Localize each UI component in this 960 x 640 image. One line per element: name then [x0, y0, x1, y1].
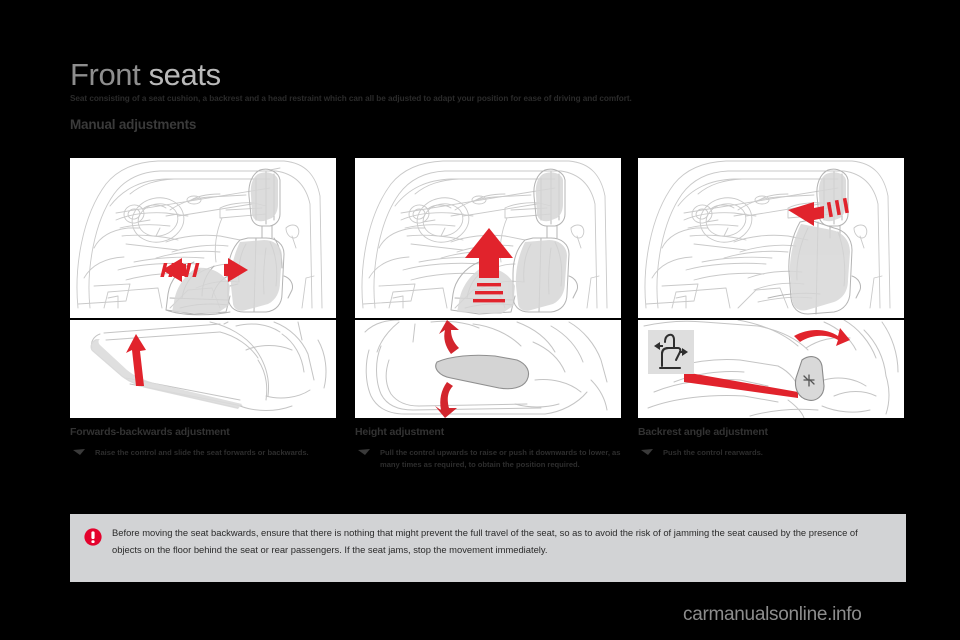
- up-arrow-with-motion-lines: [465, 228, 513, 303]
- bullet-arrow-icon: [641, 449, 653, 455]
- figure-column-height: [355, 158, 621, 418]
- section-heading: Manual adjustments: [70, 117, 197, 132]
- figure-car-interior-seat-horizontal-arrow: [70, 158, 336, 318]
- recline-pointer-line: [684, 372, 798, 398]
- figure-seat-bar-control-lift-arrow: [70, 320, 336, 418]
- figure-car-interior-seat-up-arrow: [355, 158, 621, 318]
- lever-rotation-arrows: [435, 320, 459, 418]
- manual-page-sheet: Front seats Seat consisting of a seat cu…: [70, 58, 906, 582]
- caption-bullet: Raise the control and slide the seat for…: [70, 447, 336, 459]
- figure-grid: [70, 158, 906, 418]
- caption-bullet-text: Push the control rearwards.: [663, 448, 763, 457]
- page-subtitle: Seat consisting of a seat cushion, a bac…: [70, 94, 632, 103]
- figure-seat-recline-knob-pictogram: [638, 320, 904, 418]
- rearward-arrow-with-motion-lines: [788, 197, 849, 226]
- warning-box: Before moving the seat backwards, ensure…: [70, 514, 906, 582]
- site-watermark: carmanualsonline.info: [683, 604, 862, 625]
- caption-bullet-text: Pull the control upwards to raise or pus…: [380, 448, 621, 469]
- caption-heading: Height adjustment: [355, 426, 445, 438]
- caption-row: Forwards-backwards adjustment Raise the …: [70, 426, 906, 496]
- page-title-strong: Front: [70, 57, 141, 92]
- recline-rotation-arrow: [794, 328, 850, 346]
- warning-text: Before moving the seat backwards, ensure…: [112, 527, 858, 555]
- figure-seat-side-lever-updown-arrows: [355, 320, 621, 418]
- page-title: Front seats: [70, 58, 221, 92]
- page-title-light: seats: [148, 57, 222, 92]
- caption-heading: Forwards-backwards adjustment: [70, 426, 230, 438]
- caption-bullet: Push the control rearwards.: [638, 447, 904, 459]
- caption-bullet-text: Raise the control and slide the seat for…: [95, 448, 309, 457]
- caption-bullet: Pull the control upwards to raise or pus…: [355, 447, 621, 470]
- caption-height: Height adjustment Pull the control upwar…: [355, 426, 621, 470]
- seat-recline-pictogram: [648, 330, 694, 374]
- figure-column-forwards-backwards: [70, 158, 336, 418]
- caption-heading: Backrest angle adjustment: [638, 426, 768, 438]
- figure-column-backrest-angle: [638, 158, 904, 418]
- caption-forwards-backwards: Forwards-backwards adjustment Raise the …: [70, 426, 336, 459]
- caption-backrest-angle: Backrest angle adjustment Push the contr…: [638, 426, 904, 459]
- figure-car-interior-backrest-rearward-arrow: [638, 158, 904, 318]
- bullet-arrow-icon: [73, 449, 85, 455]
- bullet-arrow-icon: [358, 449, 370, 455]
- warning-exclamation-icon: [84, 528, 102, 546]
- lift-arrow: [126, 334, 146, 386]
- horizontal-double-arrow: [160, 258, 248, 282]
